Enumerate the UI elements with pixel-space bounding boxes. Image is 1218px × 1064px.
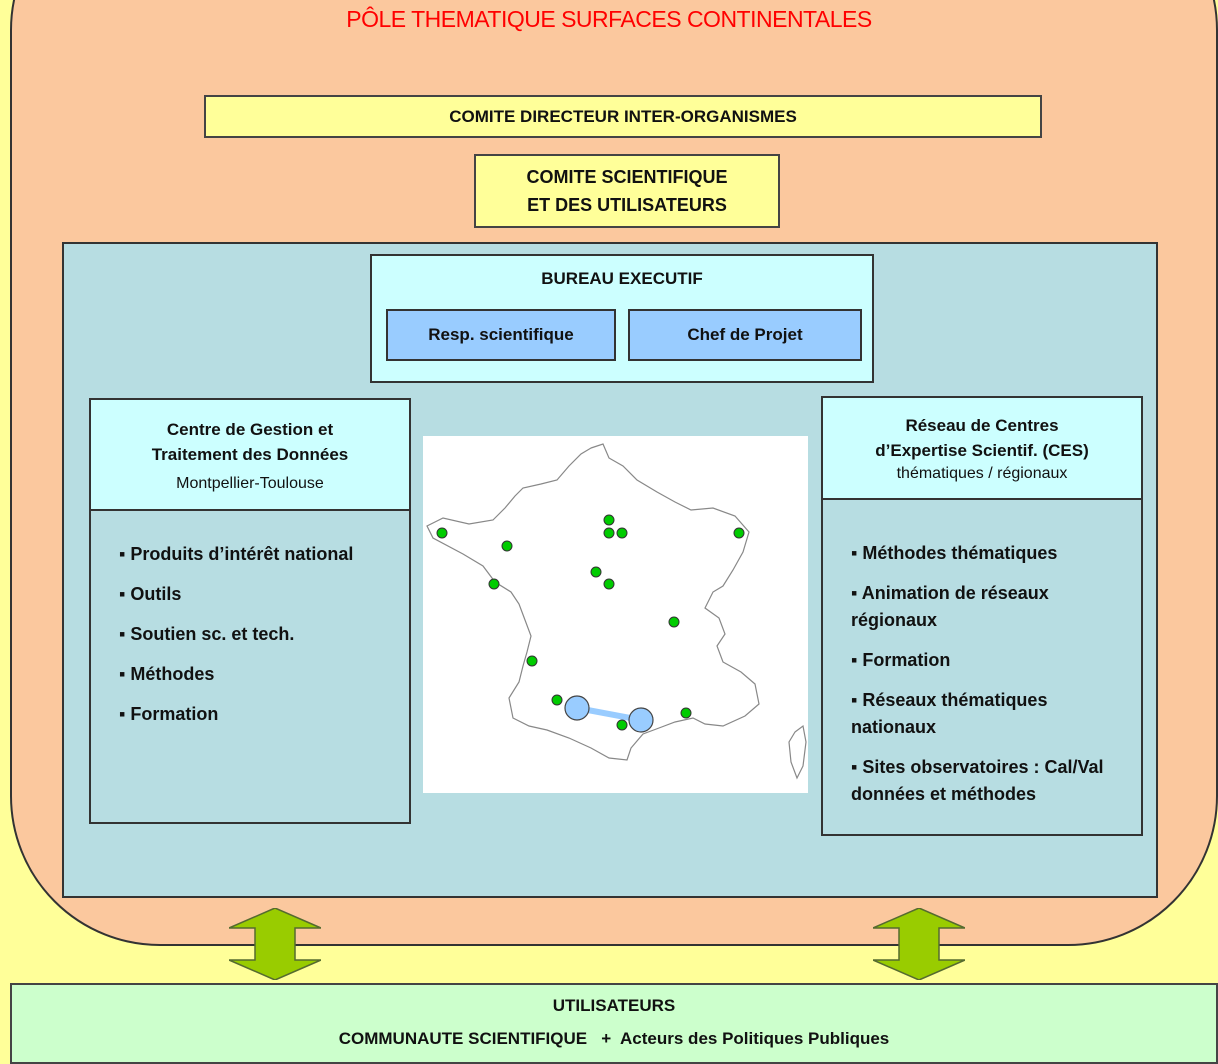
site-dot (603, 578, 615, 590)
france-map-svg (426, 443, 807, 780)
double-arrow-right (873, 908, 965, 980)
ces-title-line1: Réseau de Centres (905, 416, 1059, 435)
list-item: ▪ Réseaux thématiques nationaux (851, 690, 1048, 737)
list-item: ▪ Formation (851, 650, 951, 670)
list-item: ▪ Animation de réseaux régionaux (851, 583, 1049, 630)
site-dot (590, 566, 602, 578)
ces-list-box: ▪ Méthodes thématiques ▪ Animation de ré… (821, 498, 1143, 836)
cgtd-list: ▪ Produits d’intérêt national ▪ Outils ▪… (119, 541, 397, 728)
site-dot (616, 719, 628, 731)
site-dot (733, 527, 745, 539)
ces-subtitle: thématiques / régionaux (896, 465, 1068, 482)
cgtd-list-box: ▪ Produits d’intérêt national ▪ Outils ▪… (89, 509, 411, 824)
cgtd-title-line1: Centre de Gestion et (166, 419, 334, 439)
site-dot (526, 655, 538, 667)
utilisateurs-box: UTILISATEURS COMMUNAUTE SCIENTIFIQUE + A… (10, 983, 1218, 1064)
site-dot (488, 578, 500, 590)
ces-list: ▪ Méthodes thématiques ▪ Animation de ré… (851, 530, 1129, 808)
comite-directeur-box: COMITE DIRECTEUR INTER-ORGANISMES (204, 95, 1042, 138)
comite-scientifique-line1: COMITE SCIENTIFIQUE (526, 167, 728, 187)
corsica-outline (788, 724, 807, 780)
cgtd-title-line2: Traitement des Données (151, 444, 349, 464)
bureau-executif-box: BUREAU EXECUTIF Resp. scientifique Chef … (370, 254, 874, 383)
list-item: ▪ Produits d’intérêt national (119, 544, 354, 564)
ces-header: Réseau de Centres d’Expertise Scientif. … (821, 396, 1143, 500)
site-dot (501, 540, 513, 552)
site-dot (680, 707, 692, 719)
site-dot (603, 514, 615, 526)
list-item: ▪ Méthodes thématiques (851, 543, 1058, 563)
ces-title-line2: d’Expertise Scientif. (CES) (875, 441, 1089, 460)
list-item: ▪ Méthodes (119, 664, 215, 684)
double-arrow-shape (873, 908, 965, 980)
comite-scientifique-box: COMITE SCIENTIFIQUE ET DES UTILISATEURS (474, 154, 780, 228)
comite-scientifique-line2: ET DES UTILISATEURS (527, 195, 727, 215)
list-item: ▪ Formation (119, 704, 219, 724)
centre-marker-montpellier (628, 707, 654, 733)
pole-title: PÔLE THEMATIQUE SURFACES CONTINENTALES (346, 6, 872, 32)
france-outline (426, 443, 760, 761)
list-item: ▪ Outils (119, 584, 182, 604)
utilisateurs-subtitle: COMMUNAUTE SCIENTIFIQUE + Acteurs des Po… (338, 1029, 890, 1048)
site-dot (668, 616, 680, 628)
site-dot (436, 527, 448, 539)
double-arrow-left (229, 908, 321, 980)
site-dot (603, 527, 615, 539)
chef-de-projet-box: Chef de Projet (628, 309, 862, 361)
cgtd-header: Centre de Gestion et Traitement des Donn… (89, 398, 411, 511)
site-dot (551, 694, 563, 706)
bureau-title: BUREAU EXECUTIF (541, 269, 703, 288)
list-item: ▪ Soutien sc. et tech. (119, 624, 295, 644)
double-arrow-shape (229, 908, 321, 980)
centre-marker-toulouse (564, 695, 590, 721)
utilisateurs-title: UTILISATEURS (552, 996, 676, 1015)
france-map (423, 436, 808, 793)
site-dot (616, 527, 628, 539)
site-markers (436, 514, 745, 731)
resp-scientifique-box: Resp. scientifique (386, 309, 616, 361)
cgtd-subtitle: Montpellier-Toulouse (176, 474, 324, 492)
list-item: ▪ Sites observatoires : Cal/Val données … (851, 757, 1104, 804)
